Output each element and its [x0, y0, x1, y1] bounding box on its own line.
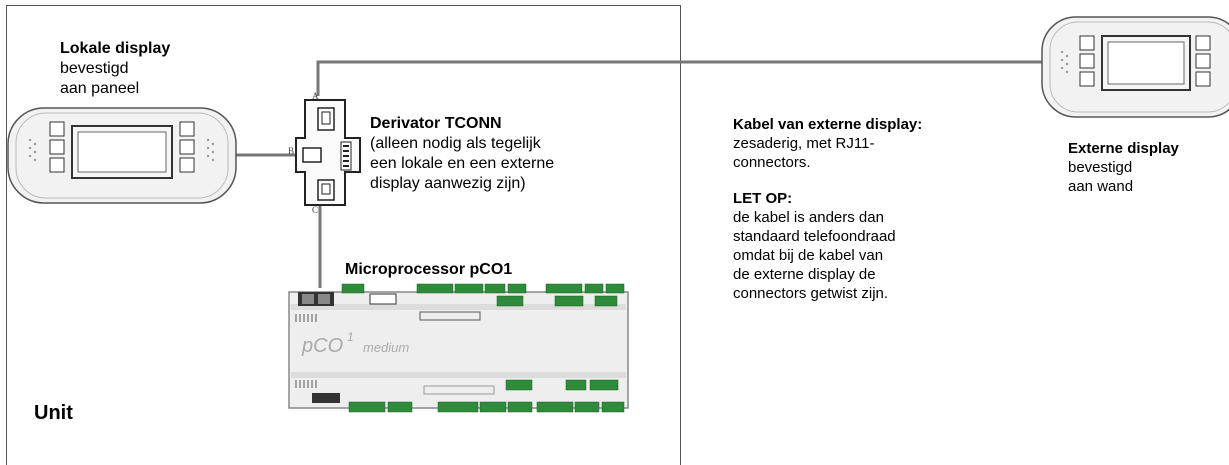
microprocessor-title: Microprocessor pCO1	[345, 261, 513, 278]
external-display-cable	[316, 60, 1042, 96]
cable-line2: connectors.	[733, 154, 811, 171]
tconn-derivator: A B C	[288, 91, 361, 215]
pco1-board: pCO 1 medium	[288, 283, 629, 413]
port-c-label: C	[312, 205, 318, 215]
derivator-line3: display aanwezig zijn)	[370, 175, 526, 192]
port-b-label: B	[288, 146, 294, 156]
cable-line1: zesaderig, met RJ11-	[733, 135, 875, 152]
board-brand-label: pCO	[301, 335, 343, 357]
derivator-line2: een lokale en een externe	[370, 155, 555, 172]
warning-line2: standaard telefoondraad	[733, 228, 896, 245]
derivator-line1: (alleen nodig als tegelijk	[370, 135, 541, 152]
local-display-device	[7, 107, 237, 204]
external-display-line1: bevestigd	[1068, 159, 1133, 176]
unit-boundary	[6, 5, 681, 465]
external-display-device	[1041, 16, 1229, 118]
external-display-line2: aan wand	[1068, 178, 1134, 191]
warning-line1: de kabel is anders dan	[733, 209, 884, 226]
local-display-line2: aan paneel	[60, 80, 140, 97]
port-a-label: A	[312, 91, 319, 101]
local-display-title: Lokale display	[60, 40, 171, 57]
board-size-label: medium	[363, 340, 409, 355]
unit-label: Unit	[34, 402, 73, 424]
board-brand-sup: 1	[347, 330, 354, 344]
local-display-line1: bevestigd	[60, 60, 129, 77]
cable-title: Kabel van externe display:	[733, 116, 923, 133]
warning-line4: de externe display de	[733, 266, 876, 283]
warning-line3: omdat bij de kabel van	[733, 247, 884, 264]
wiring-diagram: A B C	[7, 16, 1229, 413]
warning-line5: connectors getwist zijn.	[733, 285, 889, 302]
cables	[236, 60, 1042, 288]
warning-title: LET OP:	[733, 190, 793, 207]
derivator-title: Derivator TCONN	[370, 115, 502, 132]
external-display-title: Externe display	[1068, 140, 1179, 157]
